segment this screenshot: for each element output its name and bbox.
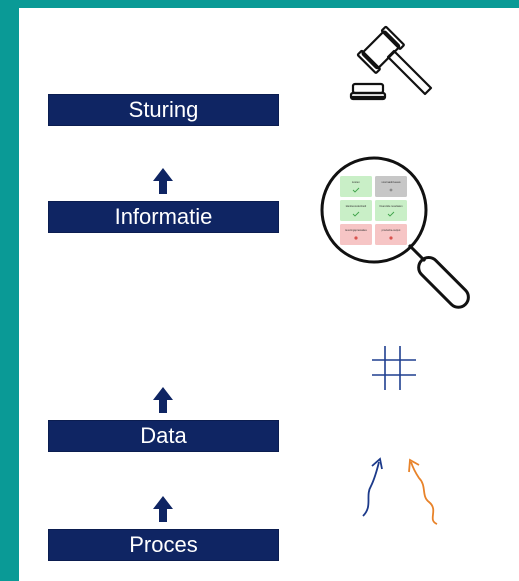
dashboard-tile-label: klanttevredenheid — [346, 204, 367, 208]
level-data: Data — [49, 421, 278, 451]
neutral-dot-icon — [389, 188, 393, 192]
check-icon — [352, 187, 360, 193]
orange-arrow-icon — [405, 456, 445, 531]
dashboard-tile-label: voorraadniveaus — [381, 180, 401, 184]
dashboard-tile — [340, 176, 372, 197]
up-arrow-icon — [153, 387, 173, 413]
up-arrow-icon — [153, 496, 173, 522]
dashboard-tile-label: productie-output — [382, 228, 401, 232]
dashboard-tile — [375, 200, 407, 221]
check-icon — [387, 211, 395, 217]
magnifier-icon: kosten voorraadniveaus klanttevredenheid fi… — [320, 156, 500, 341]
level-proces: Proces — [49, 530, 278, 560]
check-icon — [352, 211, 360, 217]
alert-dot-icon — [389, 236, 393, 240]
up-arrow-icon — [153, 168, 173, 194]
level-informatie: Informatie — [49, 202, 278, 232]
gavel-icon — [345, 18, 433, 107]
alert-dot-icon — [354, 236, 358, 240]
dashboard-tile-label: financiële resultaten — [379, 204, 403, 208]
dashboard-tile-label: leveringsprestaties — [345, 228, 367, 232]
dashboard-tile — [375, 224, 407, 245]
dashboard-tile-label: kosten — [352, 180, 360, 184]
blue-arrow-icon — [359, 456, 389, 525]
diagram-canvas: Sturing Informatie Data Proces — [19, 8, 519, 581]
dashboard-tile — [340, 224, 372, 245]
dashboard-tile — [340, 200, 372, 221]
dashboard-tile — [375, 176, 407, 197]
grid-icon — [369, 343, 419, 398]
level-sturing: Sturing — [49, 95, 278, 125]
